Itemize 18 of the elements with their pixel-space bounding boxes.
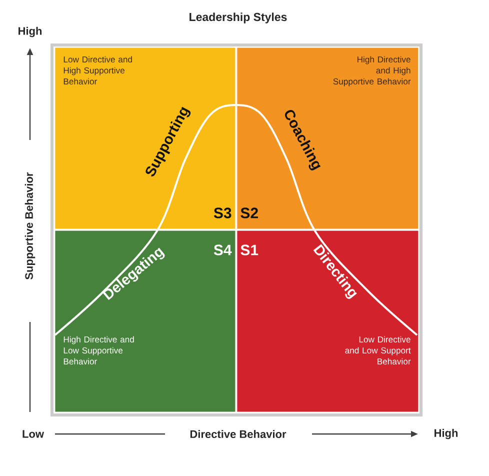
description-text: High Directive and High Supportive Behavior <box>333 56 411 86</box>
quadrant-label: S2 <box>240 208 258 218</box>
description-text: High Directive and Low Supportive Behavior <box>64 336 134 364</box>
quadrant-box <box>237 48 418 229</box>
description-text: Low Directive and High Supportive Behavior <box>64 56 132 84</box>
quadrant-box <box>55 230 236 412</box>
axis-label: Supportive Behavior <box>24 172 36 280</box>
quadrant-label: S1 <box>240 244 258 256</box>
axis-label: High <box>18 26 42 38</box>
title: Leadership Styles <box>190 12 287 24</box>
axis-label: High <box>434 428 458 440</box>
quadrant-box <box>237 230 418 412</box>
quadrant-label: S3 <box>214 208 232 218</box>
description-text: Low Directive and Low Support Behavior <box>345 336 411 364</box>
axis-label: Directive Behavior <box>190 430 286 438</box>
quadrant-box <box>55 48 236 229</box>
quadrant-label: S4 <box>214 244 232 256</box>
axis-label: Low <box>22 430 44 438</box>
